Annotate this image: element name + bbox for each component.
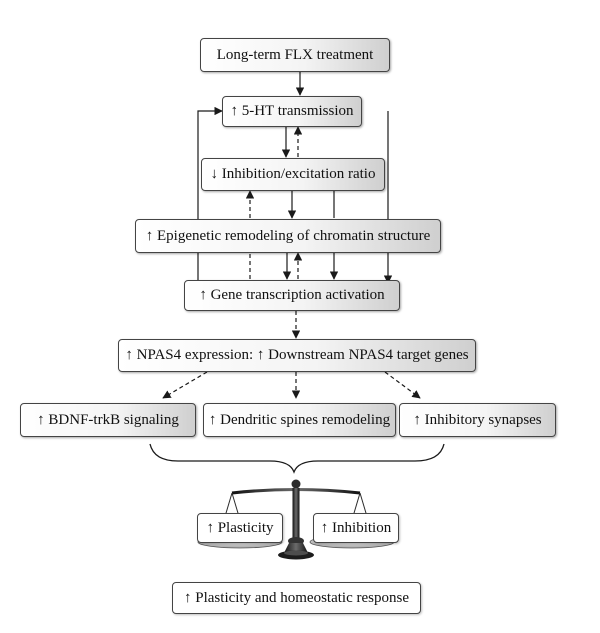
gene-transcription-box: ↑ Gene transcription activation: [184, 280, 400, 311]
plasticity-box: ↑ Plasticity: [197, 513, 283, 543]
npas4-expression-box: ↑ NPAS4 expression: ↑ Downstream NPAS4 t…: [118, 339, 476, 372]
inhibition-box: ↑ Inhibition: [313, 513, 399, 543]
dendritic-spines-box: ↑ Dendritic spines remodeling: [203, 403, 396, 437]
brace: [149, 443, 445, 474]
arrow-gene-to-5ht-left-loop: [197, 106, 223, 283]
inhibition-excitation-ratio-box: ↓ Inhibition/excitation ratio: [201, 158, 385, 191]
arrow-npas4-to-bdnf-dashed: [162, 371, 208, 399]
flx-treatment-box: Long-term FLX treatment: [200, 38, 390, 72]
epigenetic-remodeling-box: ↑ Epigenetic remodeling of chromatin str…: [135, 219, 441, 253]
inhibitory-synapses-box: ↑ Inhibitory synapses: [399, 403, 556, 437]
bdnf-trkb-box: ↑ BDNF-trkB signaling: [20, 403, 196, 437]
5ht-transmission-box: ↑ 5-HT transmission: [222, 96, 362, 127]
arrow-npas4-to-inhibitory-dashed: [384, 371, 421, 399]
plasticity-homeostatic-box: ↑ Plasticity and homeostatic response: [172, 582, 421, 614]
